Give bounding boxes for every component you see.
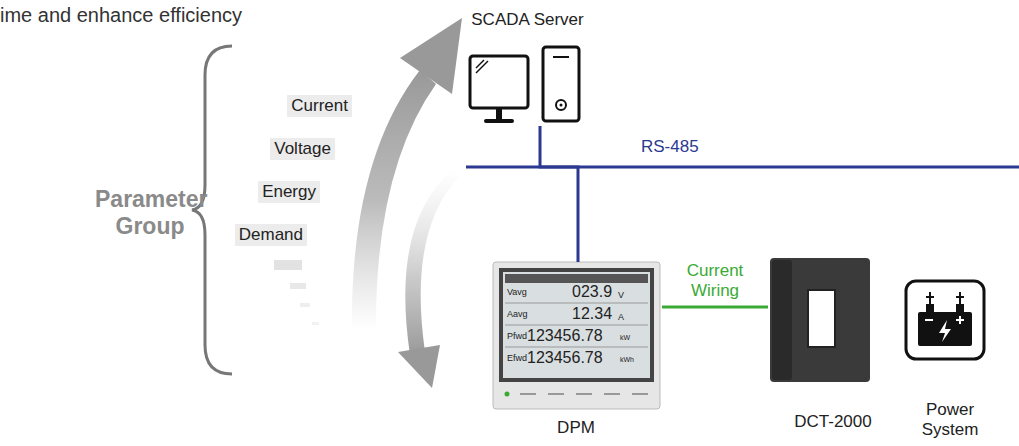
dpm-bezel <box>499 268 654 382</box>
monitor-stand <box>496 108 502 120</box>
screen-unit: A <box>618 312 624 322</box>
dpm-row-line <box>505 325 648 326</box>
node-label: Demand <box>239 225 303 245</box>
bus-drop <box>540 126 578 262</box>
upload-arrow <box>352 70 436 330</box>
pc-power-dot <box>560 104 563 107</box>
dpm-housing <box>493 262 660 409</box>
dpm-led <box>505 392 510 397</box>
screen-value: 123456.78 <box>527 327 603 345</box>
battery-plus <box>956 316 964 324</box>
parameter-item: Demand <box>235 224 307 246</box>
ct-window <box>808 290 835 347</box>
dpm-row-line <box>505 303 648 304</box>
monitor-base <box>484 119 514 123</box>
screen-value: 023.9 <box>572 283 612 301</box>
battery-terminal-post <box>926 296 934 298</box>
node-label: DPM <box>557 418 595 438</box>
node-label: DCT-2000 <box>794 412 871 432</box>
dpm-buttons <box>520 393 648 395</box>
dpm-row-line <box>505 347 648 348</box>
node-label: Current <box>291 96 348 116</box>
screen-value: 12.34 <box>572 305 612 323</box>
screen-field: Vavg <box>507 287 527 297</box>
node-label: Energy <box>262 182 316 202</box>
ct-body-shade <box>772 260 792 380</box>
screen-field: Efwd <box>507 353 527 363</box>
parameter-item: Voltage <box>270 138 335 160</box>
screen-field: Pfwd <box>507 331 527 341</box>
battery-terminal-post <box>956 296 964 298</box>
screen-field: Aavg <box>507 309 528 319</box>
group-title: Parameter Group <box>95 186 205 240</box>
battery-terminal <box>956 304 964 312</box>
battery-bolt <box>939 320 951 342</box>
screen-unit: kW <box>620 334 630 342</box>
battery-minus <box>925 319 933 321</box>
node-label: Power System <box>910 400 990 440</box>
screen-unit: V <box>618 290 624 300</box>
faded-item <box>290 283 306 289</box>
edge-label: Current Wiring <box>675 261 755 301</box>
ct-body <box>770 258 870 382</box>
download-arrow <box>405 168 458 355</box>
dpm-status-bar <box>505 274 648 283</box>
current-wiring <box>662 307 768 308</box>
bus-label: RS-485 <box>641 137 699 157</box>
faded-item <box>312 322 319 325</box>
parameter-item: Current <box>287 95 352 117</box>
pc-tower-slot <box>553 56 569 58</box>
battery-terminal <box>926 304 934 312</box>
download-arrowhead <box>398 345 440 388</box>
ct-node: DCT-2000 <box>768 256 898 436</box>
server-node: SCADA Server <box>465 10 590 126</box>
node-label: SCADA Server <box>471 10 583 30</box>
screen-unit: kWh <box>620 356 634 364</box>
power-system-frame <box>906 281 984 359</box>
header-fragment: ime and enhance efficiency <box>0 4 242 27</box>
monitor <box>470 56 528 108</box>
faded-item <box>274 260 302 270</box>
node-label: Voltage <box>274 139 331 159</box>
power-system-node: Power System <box>895 278 1005 444</box>
pc-power-button <box>556 100 566 110</box>
screen-value: 123456.78 <box>527 349 603 367</box>
parameter-item: Energy <box>258 181 320 203</box>
pc-tower <box>543 47 579 121</box>
monitor-glare <box>476 61 488 73</box>
upload-arrowhead <box>400 18 462 94</box>
battery-body <box>918 312 972 346</box>
faded-item <box>300 303 310 307</box>
dpm-screen <box>503 272 650 378</box>
